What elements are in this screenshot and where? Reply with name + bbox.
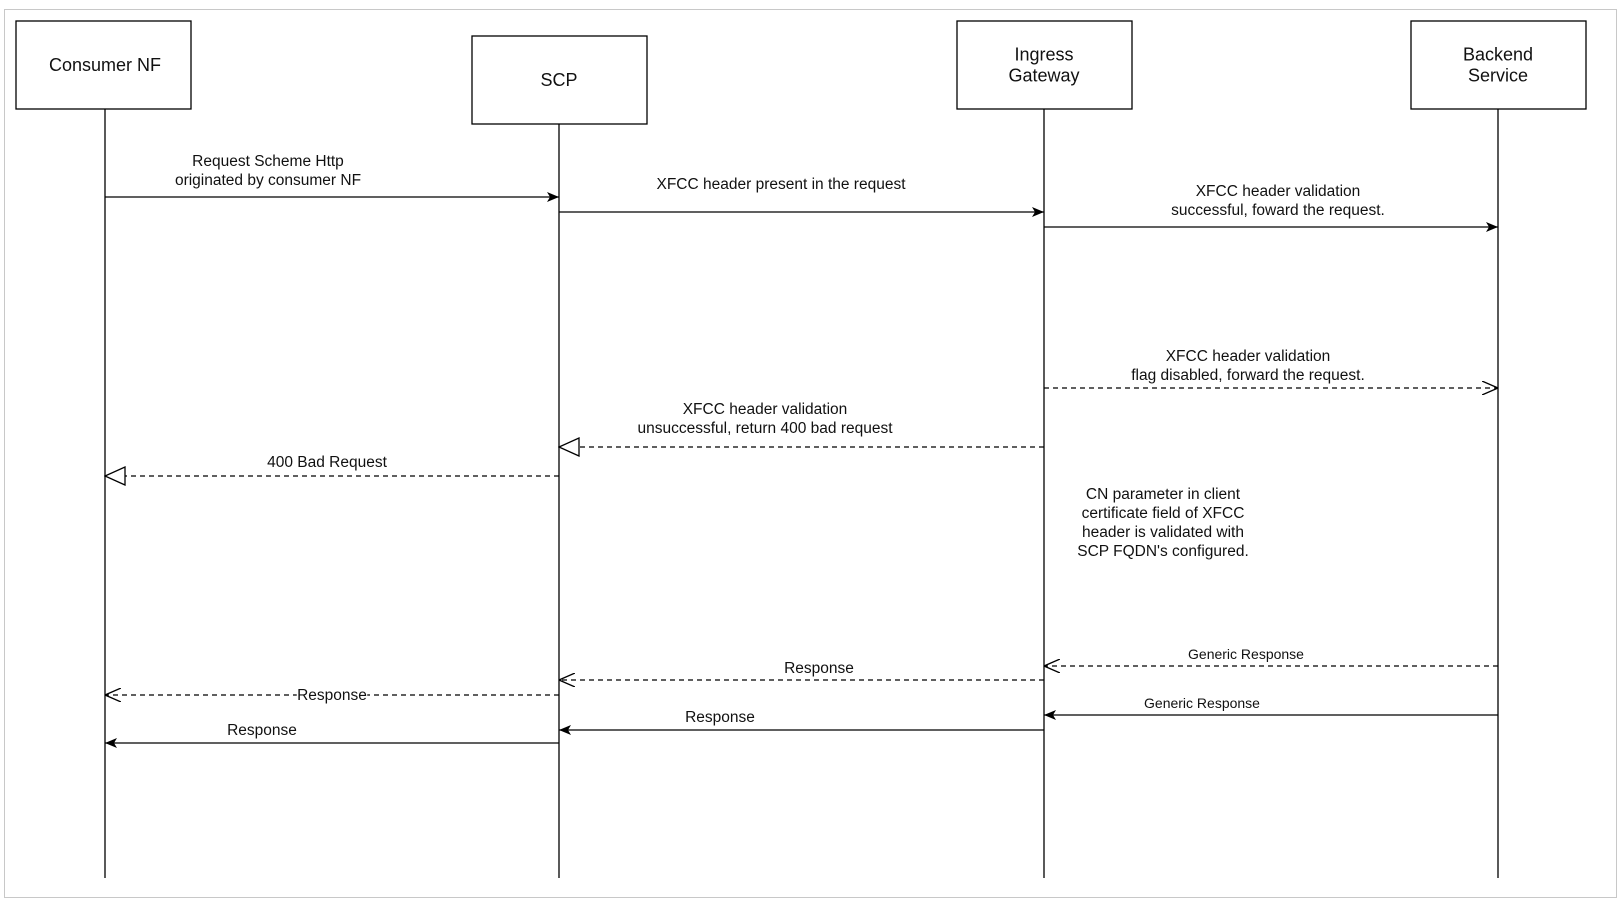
message-label-msg-request-http: originated by consumer NF (175, 172, 361, 189)
note-note-cn-parameter: certificate field of XFCC (1082, 505, 1245, 522)
participant-box-consumer (15, 20, 192, 110)
message-label-msg-validation-unsuccessful: unsuccessful, return 400 bad request (637, 420, 893, 437)
message-label-msg-response-scp-consumer-solid: Response (227, 722, 297, 739)
note-note-cn-parameter: CN parameter in client (1086, 486, 1241, 503)
message-label-msg-response-igw-scp-dashed: Response (784, 660, 854, 677)
message-label-msg-flag-disabled: flag disabled, forward the request. (1131, 367, 1365, 384)
message-label-msg-400-bad-request: 400 Bad Request (267, 454, 387, 471)
note-note-cn-parameter: SCP FQDN's configured. (1077, 543, 1249, 560)
message-label-msg-generic-response-solid: Generic Response (1144, 695, 1260, 711)
participant-label-backend: Service (1468, 66, 1528, 86)
message-label-msg-response-igw-scp-solid: Response (685, 709, 755, 726)
participant-label-igw: Ingress (1014, 45, 1073, 65)
label-background (296, 686, 368, 704)
participant-box-backend (1410, 20, 1587, 110)
participant-label-backend: Backend (1463, 45, 1533, 65)
message-label-msg-xfcc-present: XFCC header present in the request (657, 176, 907, 193)
message-label-msg-generic-response-dashed: Generic Response (1188, 646, 1304, 662)
participant-label-scp: SCP (540, 70, 577, 90)
participant-label-igw: Gateway (1008, 66, 1079, 86)
note-note-cn-parameter: header is validated with (1082, 524, 1244, 541)
message-label-msg-validation-success: XFCC header validation (1196, 183, 1361, 200)
message-label-msg-validation-success: successful, foward the request. (1171, 202, 1385, 219)
participant-box-scp (471, 35, 648, 125)
participant-label-consumer: Consumer NF (49, 55, 161, 75)
message-label-msg-validation-unsuccessful: XFCC header validation (683, 401, 848, 418)
participant-box-igw (956, 20, 1133, 110)
diagram-frame (4, 9, 1617, 898)
message-label-msg-response-scp-consumer-dashed: Response (297, 687, 367, 704)
message-label-msg-request-http: Request Scheme Http (192, 153, 344, 170)
message-label-msg-flag-disabled: XFCC header validation (1166, 348, 1331, 365)
